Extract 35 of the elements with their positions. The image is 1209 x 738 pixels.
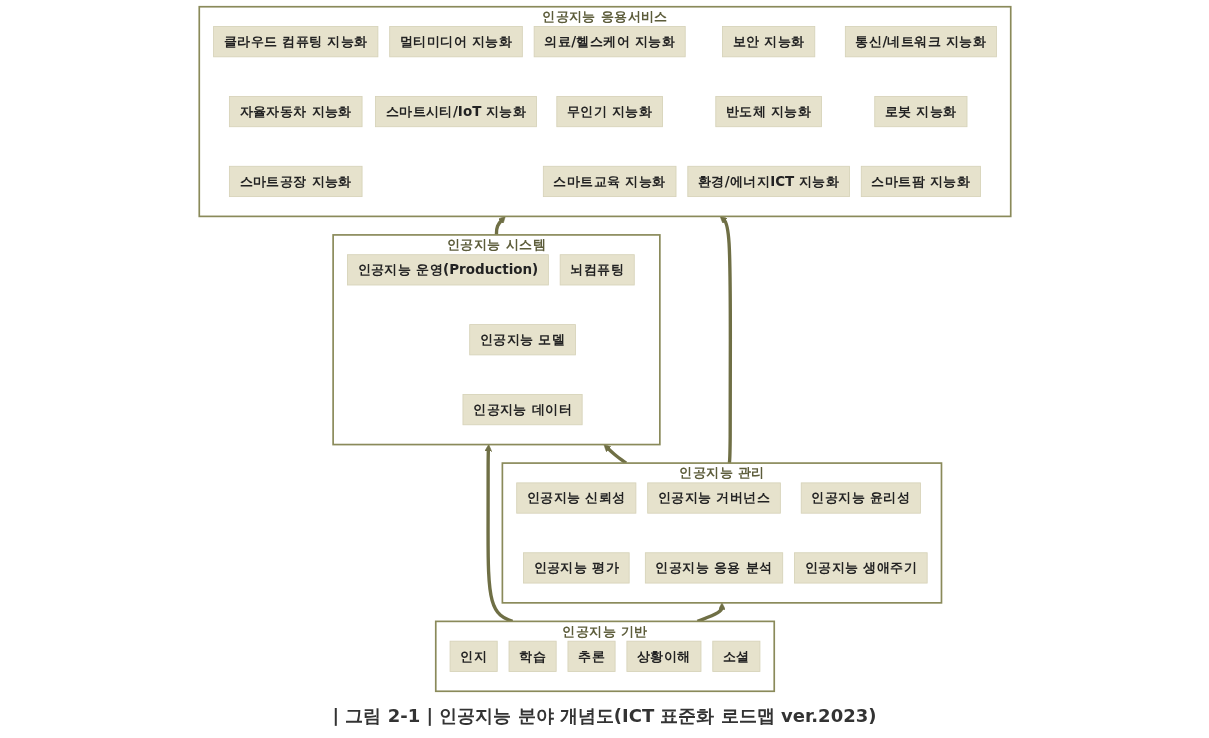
node-box: 인공지능 운영(Production): [346, 254, 549, 286]
node-box: 스마트팜 지능화: [860, 165, 981, 197]
node-box: 인공지능 응용 분석: [644, 552, 783, 584]
node-box: 인공지능 평가: [522, 552, 630, 584]
node-box: 상황이해: [625, 640, 701, 672]
node-box: 클라우드 컴퓨팅 지능화: [212, 26, 378, 58]
node-box: 반도체 지능화: [714, 96, 822, 128]
node-box: 보안 지능화: [721, 26, 815, 58]
node-box: 스마트공장 지능화: [228, 165, 362, 197]
node-box: 자율자동차 지능화: [228, 96, 362, 128]
node-box: 인공지능 거버넌스: [646, 482, 781, 514]
node-box: 스마트교육 지능화: [542, 165, 676, 197]
node-box: 인공지능 모델: [468, 324, 576, 356]
node-box: 멀티미디어 지능화: [388, 26, 523, 58]
node-box: 통신/네트워크 지능화: [844, 26, 997, 58]
node-box: 소셜: [711, 640, 760, 672]
arrow: [719, 216, 732, 464]
node-box: 추론: [567, 640, 615, 672]
node-box: 인지: [449, 640, 498, 672]
node-box: 인공지능 윤리성: [800, 482, 921, 514]
node-box: 인공지능 생애주기: [793, 552, 928, 584]
node-box: 뇌컴퓨팅: [559, 254, 635, 286]
caption: | 그림 2-1 | 인공지능 분야 개념도(ICT 표준화 로드맵 ver.2023): [332, 704, 877, 728]
node-box: 의료/헬스케어 지능화: [533, 26, 686, 58]
node-box: 환경/에너지ICT 지능화: [686, 165, 850, 197]
arrow: [494, 216, 506, 236]
arrow: [603, 444, 627, 465]
node-box: 인공지능 신뢰성: [515, 482, 636, 514]
node-box: 인공지능 데이터: [462, 394, 583, 426]
node-box: 학습: [508, 640, 557, 672]
node-box: 로봇 지능화: [873, 96, 967, 128]
node-box: 스마트시티/IoT 지능화: [374, 96, 537, 128]
arrow: [696, 602, 726, 623]
arrow: [484, 444, 513, 623]
node-box: 무인기 지능화: [555, 96, 663, 128]
